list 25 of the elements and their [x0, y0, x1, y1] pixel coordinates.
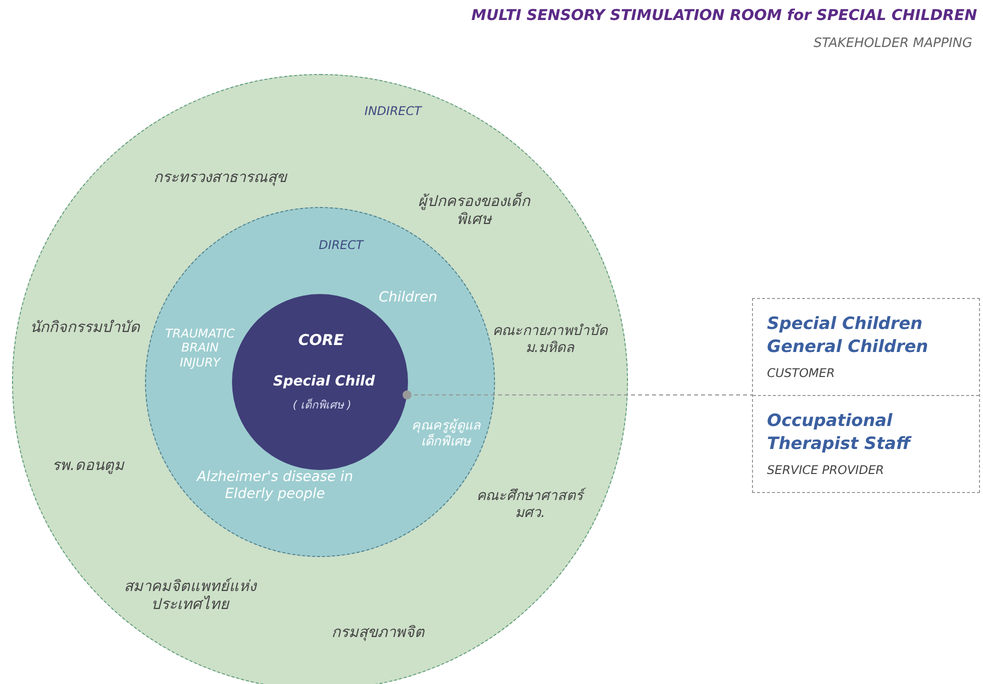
stakeholder-label: คุณครูผู้ดูแลเด็กพิเศษ [410, 418, 482, 450]
stakeholder-label: ผู้ปกครองของเด็กพิเศษ [417, 192, 532, 228]
stakeholder-label: Children [378, 290, 438, 306]
subtitle: STAKEHOLDER MAPPING [812, 36, 974, 52]
stakeholder-label: สมาคมจิตแพทย์แห่งประเทศไทย [123, 577, 258, 613]
role-name: Special Children General Children [767, 313, 930, 359]
stakeholder-label: Alzheimer's disease in Elderly people [195, 469, 354, 503]
stakeholder-label: TRAUMATIC BRAIN INJURY [164, 326, 236, 370]
core-title: CORE [298, 331, 344, 349]
ring-title: INDIRECT [364, 104, 422, 118]
diagram-title: MULTI SENSORY STIMULATION ROOM for SPECIAL CHILDREN [471, 6, 977, 24]
role-name: Occupational Therapist Staff [767, 410, 913, 456]
stakeholder-label: คณะกายภาพบำบัด ม.มหิดล [492, 323, 609, 357]
stakeholder-label: คณะศึกษาศาสตร์ มศว. [465, 488, 595, 522]
role-type: SERVICE PROVIDER [767, 462, 885, 478]
leader-line [402, 390, 752, 400]
stakeholder-table [752, 298, 980, 493]
ring-title: DIRECT [318, 238, 364, 252]
stakeholder-label: กระทรวงสาธารณสุข [152, 168, 288, 186]
stakeholder-label: รพ.ดอนตูม [51, 456, 126, 474]
stakeholder-label: กรมสุขภาพจิต [330, 623, 426, 641]
core-text: Special Child [273, 374, 375, 390]
stakeholder-label: นักกิจกรรมบำบัด [29, 318, 141, 336]
role-type: CUSTOMER [767, 364, 836, 382]
core-subtext: ( เด็กพิเศษ ) [292, 398, 352, 412]
